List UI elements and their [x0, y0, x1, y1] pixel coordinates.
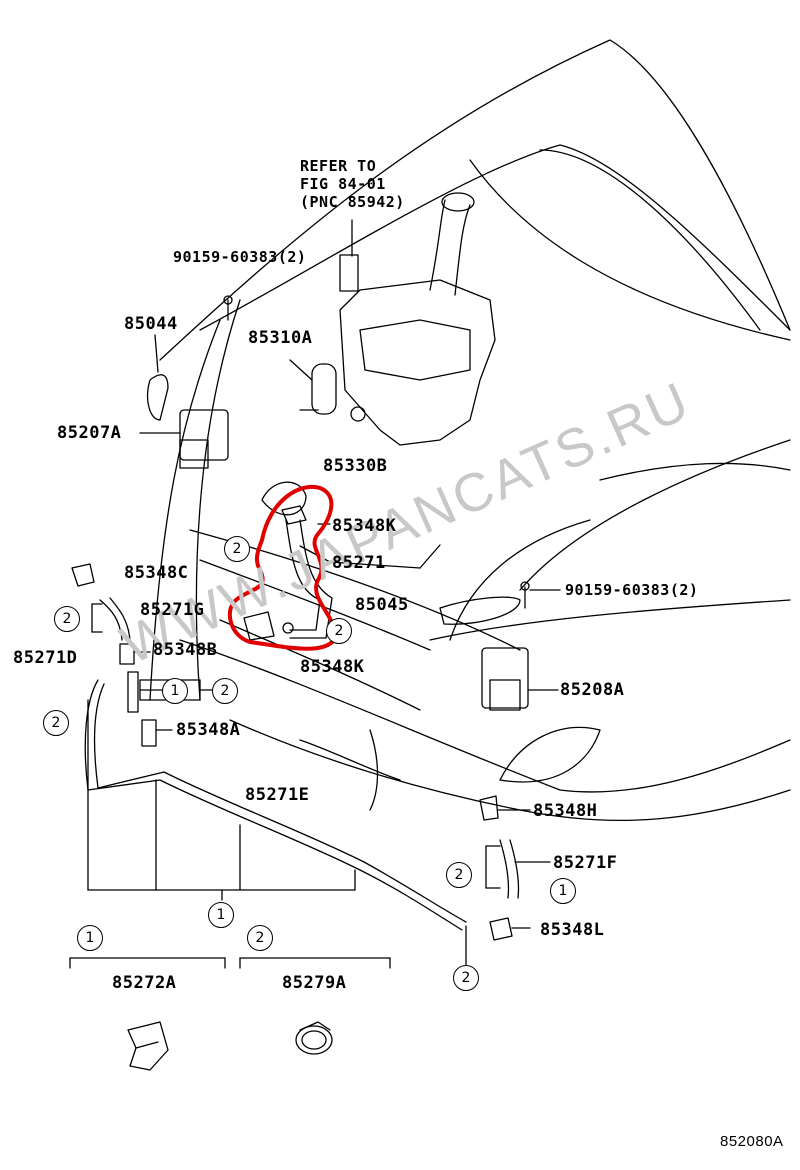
foglamp-bezel	[499, 726, 601, 783]
tank-inner	[359, 319, 471, 381]
cap-85044	[146, 374, 169, 421]
hood-outline	[159, 39, 791, 361]
lower-intake	[299, 739, 401, 781]
label-85271: 85271	[332, 553, 386, 573]
callout-1-b: 1	[208, 902, 234, 928]
legend-callout-1: 1	[77, 925, 103, 951]
connector-85348K-top	[281, 505, 307, 525]
washer-tank	[339, 279, 496, 446]
label-bolt-right: 90159-60383(2)	[565, 581, 699, 599]
callout-2-d: 2	[212, 678, 238, 704]
cap-85045	[439, 596, 521, 625]
joint-85348A	[141, 719, 157, 747]
nozzle-85348H	[479, 795, 499, 821]
label-85348K-top: 85348K	[332, 516, 397, 536]
label-85348C: 85348C	[124, 563, 189, 583]
headlamp-edge	[449, 519, 591, 641]
actuator-85207A	[179, 409, 229, 461]
label-85271G: 85271G	[140, 600, 205, 620]
grille-bar-2	[219, 619, 421, 711]
label-85348H: 85348H	[533, 801, 598, 821]
tank-sensor	[339, 254, 359, 292]
actuator-85208A	[481, 647, 529, 709]
headlamp-outline	[519, 439, 791, 591]
refer-line-2: FIG 84-01	[300, 175, 386, 193]
label-85310A: 85310A	[248, 328, 313, 348]
callout-2-c: 2	[54, 606, 80, 632]
callout-1-c: 1	[550, 878, 576, 904]
label-85271D: 85271D	[13, 648, 78, 668]
callout-2-e: 2	[43, 710, 69, 736]
label-85044: 85044	[124, 314, 178, 334]
diagram-code: 852080A	[720, 1133, 784, 1150]
radiator-side	[369, 729, 379, 811]
clip-85272A	[127, 1021, 169, 1071]
callout-2-f: 2	[446, 862, 472, 888]
label-85348A: 85348A	[176, 720, 241, 740]
connector-85348K-bottom	[243, 611, 275, 641]
label-85207A: 85207A	[57, 423, 122, 443]
clamp-85279A	[295, 1025, 333, 1055]
hose-85271E	[84, 679, 463, 931]
hood-edge	[199, 144, 791, 331]
fender-line	[539, 149, 761, 331]
hood-crease	[469, 159, 791, 341]
washer-pump	[311, 363, 337, 415]
callout-2-b: 2	[326, 618, 352, 644]
label-85330B: 85330B	[323, 456, 388, 476]
body-curve	[149, 319, 221, 701]
label-85271E: 85271E	[245, 785, 310, 805]
fender-arch	[599, 462, 791, 481]
hose-85271G	[99, 599, 123, 641]
headlamp-lower	[429, 599, 791, 641]
body-curve-2	[195, 299, 241, 701]
tank-neck	[429, 199, 446, 291]
label-85208A: 85208A	[560, 680, 625, 700]
tank-cap	[441, 192, 475, 212]
leader-85044	[154, 334, 159, 373]
label-85348K-bottom: 85348K	[300, 657, 365, 677]
pump-grommet	[350, 406, 366, 422]
refer-line-3: (PNC 85942)	[300, 193, 405, 211]
label-85045: 85045	[355, 595, 409, 615]
bumper-upper	[179, 639, 791, 793]
hose-85271F	[499, 839, 510, 899]
refer-line-1: REFER TO	[300, 157, 377, 175]
label-85348L: 85348L	[540, 920, 605, 940]
leader-85310A	[289, 359, 313, 381]
emblem-ring	[261, 481, 307, 516]
callout-2-a: 2	[224, 536, 250, 562]
label-85271F: 85271F	[553, 853, 618, 873]
legend-callout-2: 2	[247, 925, 273, 951]
callout-2-g: 2	[453, 965, 479, 991]
label-85348B: 85348B	[153, 640, 218, 660]
nozzle-85348C	[71, 563, 95, 587]
label-85272A: 85272A	[112, 973, 177, 993]
nozzle-85348L	[489, 917, 513, 941]
callout-1-a: 1	[162, 678, 188, 704]
tank-neck-2	[454, 204, 471, 296]
joint-85348B	[119, 643, 135, 665]
refer-note: REFER TO FIG 84-01 (PNC 85942)	[300, 157, 405, 211]
label-85279A: 85279A	[282, 973, 347, 993]
label-bolt-top: 90159-60383(2)	[173, 248, 307, 266]
